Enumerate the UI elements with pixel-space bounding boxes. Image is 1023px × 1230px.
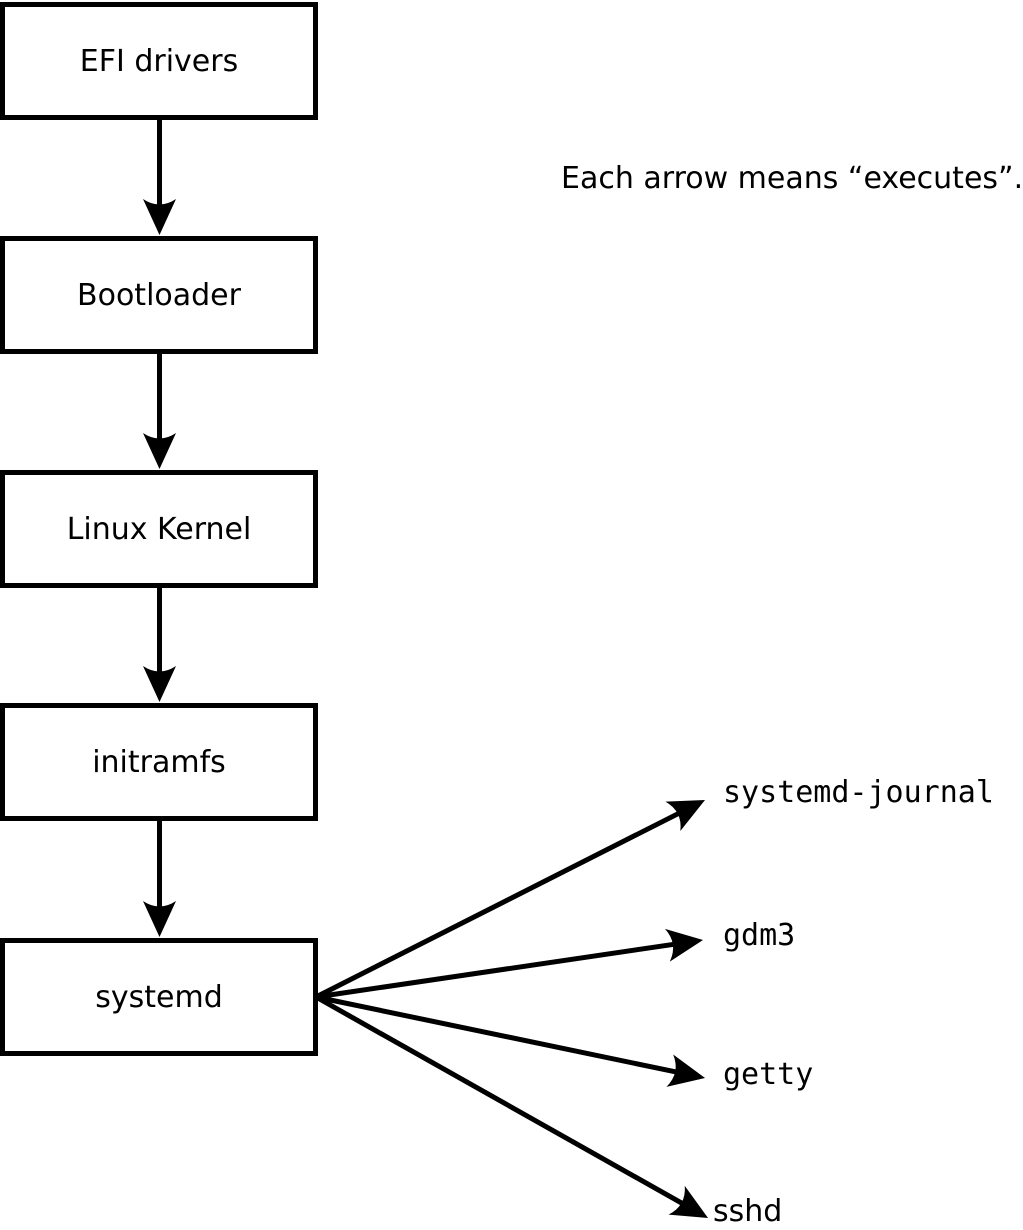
executes-arrow-systemd-to-sshd bbox=[314, 994, 709, 1218]
node-systemd: systemd bbox=[0, 938, 318, 1056]
node-efi-drivers-label: EFI drivers bbox=[79, 43, 239, 79]
service-label-getty: getty bbox=[723, 1057, 814, 1092]
node-bootloader: Bootloader bbox=[0, 236, 318, 354]
executes-arrow-systemd-to-getty bbox=[315, 994, 706, 1087]
executes-arrow-systemd-to-gdm3 bbox=[315, 928, 704, 1000]
node-initramfs-label: initramfs bbox=[92, 744, 226, 780]
service-label-sshd: sshd bbox=[713, 1194, 783, 1229]
node-systemd-label: systemd bbox=[95, 979, 223, 1015]
service-label-gdm3: gdm3 bbox=[723, 918, 796, 953]
service-label-systemd-journal: systemd-journal bbox=[723, 775, 994, 810]
node-efi-drivers: EFI drivers bbox=[0, 2, 318, 120]
node-linux-kernel-label: Linux Kernel bbox=[66, 511, 252, 547]
node-linux-kernel: Linux Kernel bbox=[0, 470, 318, 588]
node-initramfs: initramfs bbox=[0, 703, 318, 821]
executes-arrow-systemd-to-journal bbox=[314, 800, 705, 1000]
arrow-legend-caption: Each arrow means “executes”. bbox=[561, 161, 1023, 196]
node-bootloader-label: Bootloader bbox=[77, 277, 241, 313]
